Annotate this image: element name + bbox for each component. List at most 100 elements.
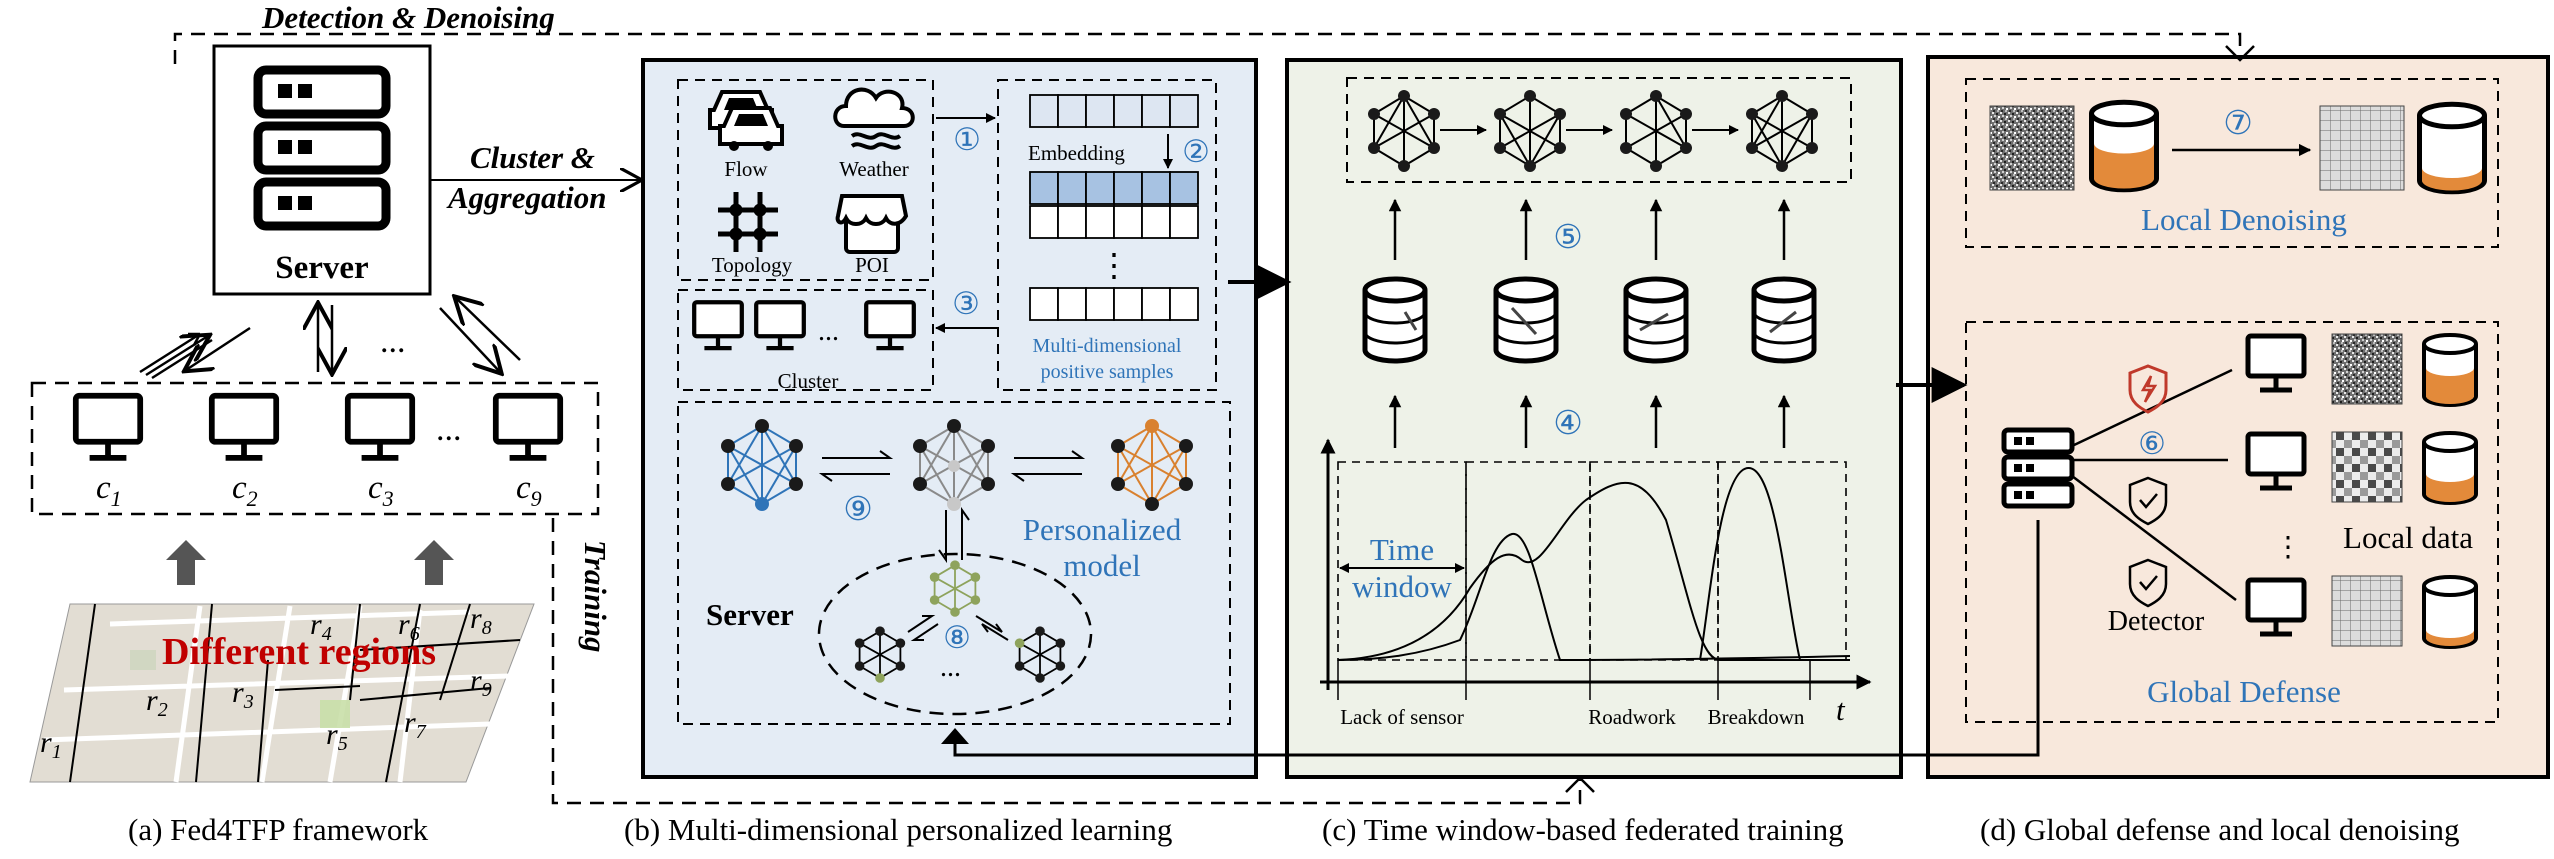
graph-icon — [1111, 419, 1193, 511]
svg-text:r5: r5 — [326, 718, 348, 755]
svg-text:c2: c2 — [232, 470, 258, 511]
flow-label: Flow — [724, 157, 768, 181]
embedding-dots: ⋮ — [1098, 247, 1130, 283]
noise-image-icon — [2331, 333, 2403, 405]
checker-image-icon — [2331, 431, 2403, 503]
svg-text:r7: r7 — [404, 706, 427, 743]
global-defense-box — [1965, 321, 2499, 723]
cluster-dots: ... — [818, 316, 839, 347]
embedding-row-4 — [1029, 287, 1199, 321]
ellipsis-b: ... — [940, 652, 961, 683]
local-denoising-label: Local Denoising — [2141, 202, 2347, 237]
topology-label: Topology — [712, 253, 793, 277]
embedding-box — [997, 79, 1217, 391]
monitor-icon — [212, 396, 276, 458]
cluster-label: Cluster — [778, 369, 839, 393]
svg-text:r1: r1 — [40, 726, 62, 763]
svg-text:r8: r8 — [470, 602, 492, 639]
poi-label: POI — [855, 253, 889, 277]
graph-icon — [929, 560, 981, 617]
step-1: ① — [953, 122, 981, 157]
weather-label: Weather — [839, 157, 908, 181]
monitor-icon — [496, 396, 560, 458]
database-stripes — [1403, 306, 1797, 336]
mdp-label-2: positive samples — [1041, 361, 1174, 383]
graph-icon — [913, 419, 995, 511]
client-row-box — [30, 381, 600, 516]
client-server-arrows — [139, 298, 521, 380]
breakdown-label: Breakdown — [1708, 705, 1805, 729]
embedding-row-1 — [1029, 94, 1199, 128]
embedding-row-3 — [1029, 205, 1199, 239]
graph-sequence-box — [1346, 77, 1852, 183]
shield-icon — [2128, 364, 2168, 414]
cluster-aggregation-label-1: Cluster & — [470, 140, 595, 175]
detection-loop-line — [173, 32, 2242, 64]
cluster-aggregation-label-2: Aggregation — [446, 180, 606, 215]
caption-c: (c) Time window-based federated training — [1322, 812, 1844, 847]
training-label: Training — [578, 540, 613, 653]
defense-links — [2071, 368, 2237, 601]
car-icon — [708, 90, 784, 151]
shop-icon — [835, 194, 909, 254]
database-icon — [1365, 279, 1425, 361]
cluster-ellipse — [817, 552, 1093, 716]
monitor-icon — [76, 396, 140, 458]
time-series-chart — [1320, 438, 1872, 700]
local-denoising-box — [1965, 78, 2499, 248]
ellipsis-clients: ... — [436, 411, 462, 448]
svg-text:c9: c9 — [516, 470, 542, 511]
mdp-label-1: Multi-dimensional — [1033, 335, 1182, 357]
roadwork-label: Roadwork — [1588, 705, 1676, 729]
step5-arrows — [1388, 198, 1791, 260]
return-arrow — [953, 520, 2040, 757]
personalized-label-1: Personalized — [1023, 512, 1182, 547]
svg-text:Different regions: Different regions — [162, 631, 436, 673]
local-data-label: Local data — [2343, 520, 2473, 555]
database-icon — [2422, 575, 2478, 649]
server-models-box — [677, 401, 1231, 725]
server-b-label: Server — [706, 597, 794, 632]
server-icon — [2004, 430, 2072, 506]
dots-d: ⋮ — [2274, 532, 2302, 563]
database-icon — [1496, 279, 1556, 361]
svg-text:r9: r9 — [470, 664, 492, 701]
step8-arrows — [907, 615, 1009, 641]
database-icon — [2092, 102, 2157, 190]
step-2: ② — [1182, 134, 1210, 169]
time-label-1: Time — [1370, 532, 1434, 567]
caption-d: (d) Global defense and local denoising — [1980, 812, 2460, 847]
server-a-label: Server — [275, 250, 368, 286]
step-9: ⑨ — [843, 492, 873, 528]
step-3: ③ — [952, 286, 980, 321]
graph-icon — [1014, 626, 1066, 683]
svg-text:r2: r2 — [146, 684, 168, 721]
ellipsis-a: ... — [380, 323, 406, 360]
step-6: ⑥ — [2138, 426, 2166, 461]
svg-text:r3: r3 — [232, 676, 254, 713]
caption-b: (b) Multi-dimensional personalized learn… — [624, 812, 1172, 847]
t-axis-label: t — [1836, 692, 1846, 727]
step-5: ⑤ — [1553, 220, 1583, 256]
lack-of-sensor-label: Lack of sensor — [1340, 705, 1464, 729]
database-icon — [2417, 101, 2487, 195]
grid-image-icon — [2319, 105, 2405, 191]
database-icon — [2422, 333, 2478, 407]
client-labels: c1 c2 c3 c9 — [96, 470, 542, 511]
step-8: ⑧ — [943, 620, 971, 655]
training-loop-line — [551, 518, 1582, 805]
svg-text:c1: c1 — [96, 470, 122, 511]
personalized-label-2: model — [1063, 548, 1141, 583]
database-icon — [2422, 431, 2478, 505]
detection-denoising-label: Detection & Denoising — [261, 0, 555, 35]
embedding-label: Embedding — [1028, 141, 1125, 165]
cluster-box — [677, 289, 934, 391]
global-defense-label: Global Defense — [2147, 674, 2341, 709]
embedding-row-2 — [1029, 171, 1199, 205]
step4-arrows — [1388, 394, 1791, 448]
monitor-icon — [348, 396, 412, 458]
svg-text:r6: r6 — [398, 608, 420, 645]
svg-text:c3: c3 — [368, 470, 394, 511]
panel-c — [1285, 58, 1903, 779]
